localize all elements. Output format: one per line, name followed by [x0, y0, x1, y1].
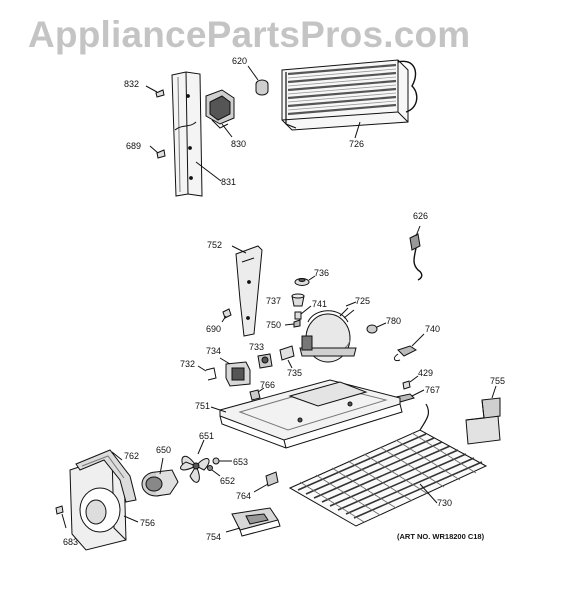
- callout-767: 767: [425, 385, 441, 395]
- fan-shroud-756: [70, 456, 138, 550]
- cover-735: [280, 346, 294, 368]
- spacer-741: [295, 306, 311, 319]
- callout-683: 683: [63, 537, 79, 547]
- callout-653: 653: [233, 457, 249, 467]
- channel-strip-831: [172, 72, 202, 196]
- callout-737: 737: [266, 296, 282, 306]
- clip-652: [208, 466, 221, 477]
- callout-734: 734: [206, 346, 222, 356]
- callout-780: 780: [386, 316, 402, 326]
- callout-726: 726: [349, 139, 365, 149]
- clip-764: [254, 472, 278, 492]
- callout-831: 831: [221, 177, 237, 187]
- callout-652: 652: [220, 476, 236, 486]
- callout-741: 741: [312, 299, 328, 309]
- grommet-736: [295, 276, 315, 286]
- callout-740: 740: [425, 324, 441, 334]
- art-number-label: (ART NO. WR18200 C18): [397, 532, 485, 541]
- bracket-754: [226, 508, 280, 536]
- compressor-725: [300, 302, 356, 362]
- screw-690: [222, 309, 231, 322]
- clip-732: [198, 366, 216, 380]
- callout-755: 755: [490, 376, 506, 386]
- callout-429: 429: [418, 368, 434, 378]
- callout-725: 725: [355, 296, 371, 306]
- screw-832: [146, 86, 164, 97]
- sleeve-737: [292, 294, 304, 306]
- harness-740: [394, 334, 424, 361]
- callout-752: 752: [207, 240, 223, 250]
- leader-831: [196, 162, 221, 181]
- clamp-766: [250, 388, 264, 400]
- callout-690: 690: [206, 324, 222, 334]
- callout-730: 730: [437, 498, 453, 508]
- callout-736: 736: [314, 268, 330, 278]
- callout-735: 735: [287, 368, 303, 378]
- base-pan-751: [211, 380, 402, 448]
- plug-780: [367, 323, 386, 333]
- condenser-726: [282, 60, 417, 138]
- callout-751: 751: [195, 401, 211, 411]
- callout-766: 766: [260, 380, 276, 390]
- callout-832: 832: [124, 79, 140, 89]
- callout-830: 830: [231, 139, 247, 149]
- gasket-762: [76, 450, 136, 502]
- bracket-830: [206, 90, 234, 137]
- fan-motor-650: [142, 458, 178, 496]
- callout-754: 754: [206, 532, 222, 542]
- screw-683: [56, 506, 66, 528]
- callout-626: 626: [413, 211, 429, 221]
- callout-620: 620: [232, 56, 248, 66]
- callout-650: 650: [156, 445, 172, 455]
- callout-733: 733: [249, 342, 265, 352]
- callout-756: 756: [140, 518, 156, 528]
- fan-blade-651: [181, 440, 210, 482]
- screw-429: [403, 376, 418, 389]
- clip-750: [285, 320, 300, 327]
- condenser-grid-730: [290, 404, 486, 526]
- callout-651: 651: [199, 431, 215, 441]
- cord-626: [410, 226, 422, 280]
- nut-653: [213, 458, 232, 464]
- relay-734: [220, 358, 250, 386]
- watermark-logo: AppliancePartsPros.com: [28, 14, 471, 55]
- screw-689: [150, 146, 165, 158]
- bracket-755: [466, 386, 500, 444]
- callout-732: 732: [180, 359, 196, 369]
- overload-733: [258, 354, 272, 368]
- callout-762: 762: [124, 451, 140, 461]
- bracket-752: [232, 246, 262, 336]
- callout-750: 750: [266, 320, 282, 330]
- cap-620: [248, 66, 268, 95]
- callout-764: 764: [236, 491, 252, 501]
- callout-689: 689: [126, 141, 142, 151]
